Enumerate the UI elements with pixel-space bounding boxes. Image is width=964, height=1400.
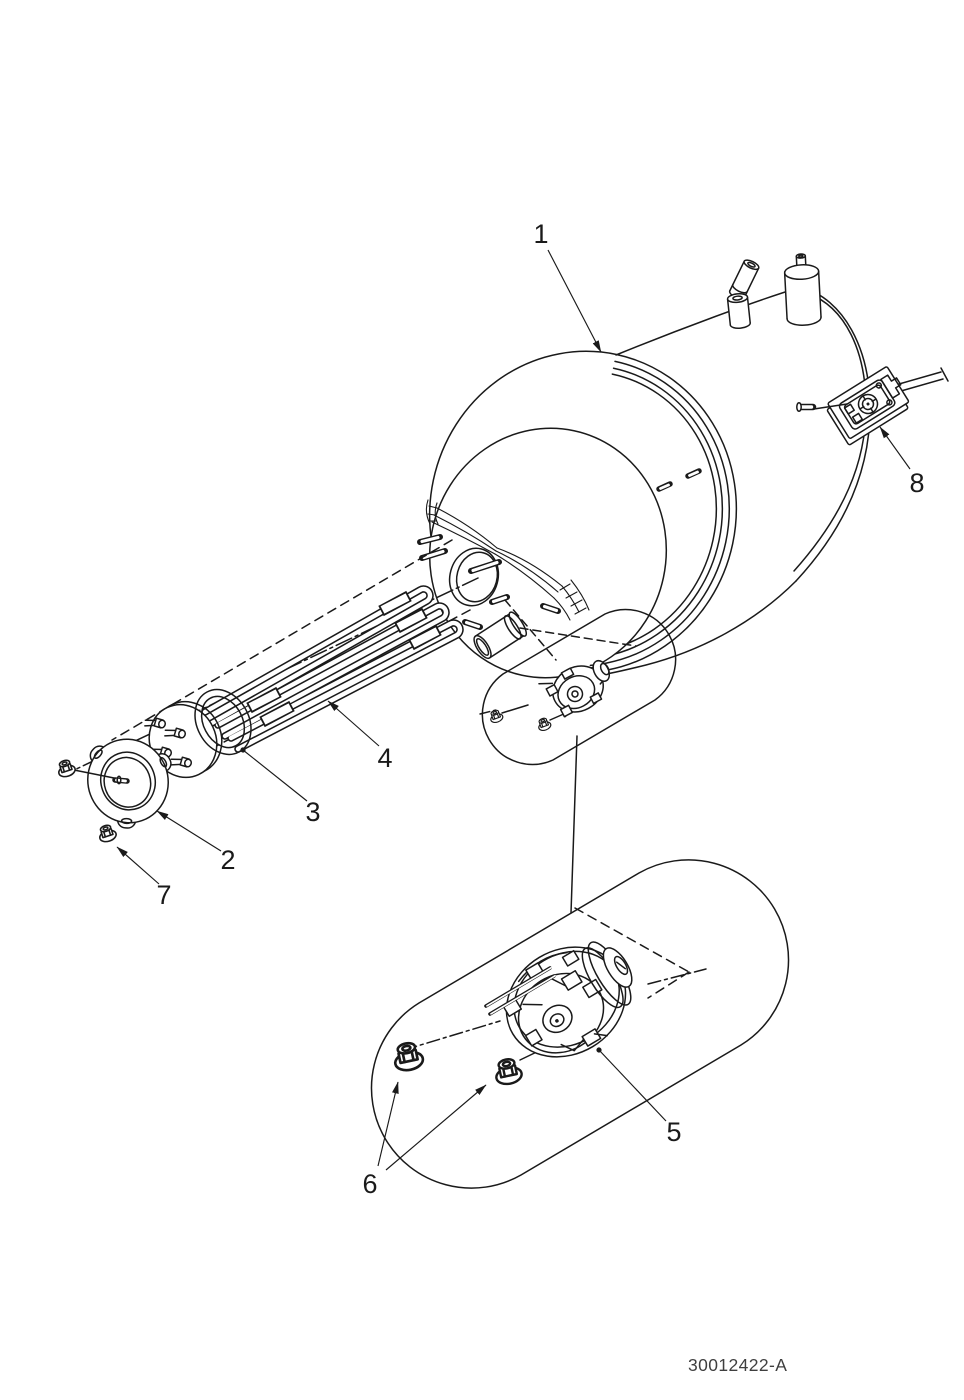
flange-nut-6b	[491, 1055, 525, 1088]
detail-connector-line	[570, 735, 578, 914]
drain-spigot	[473, 611, 528, 660]
top-fitting-large	[783, 253, 822, 326]
callout-1-label: 1	[533, 219, 548, 249]
callouts: 1 2 3 4 5 6 7 8	[116, 219, 925, 1199]
thermostat-switch	[796, 366, 949, 446]
document-number: 30012422-A	[688, 1355, 787, 1375]
manhole-opening	[448, 547, 500, 607]
plate-nut-upper	[54, 757, 78, 780]
switch-wires	[898, 371, 944, 392]
callout-3-label: 3	[305, 797, 320, 827]
callout-6: 6	[362, 1081, 487, 1199]
plate-nut-lower	[95, 822, 119, 845]
callout-7: 7	[116, 846, 172, 910]
bracket-nut-small-1	[487, 707, 505, 725]
top-fitting-angled	[728, 259, 760, 300]
switch-screw	[796, 402, 817, 412]
top-fitting-small	[726, 293, 751, 329]
detail-bubble-small	[479, 608, 677, 766]
heating-element-tubes	[201, 585, 464, 753]
callout-1: 1	[533, 219, 602, 353]
tank-shell	[417, 253, 949, 718]
shell-pins	[656, 468, 702, 492]
heating-element-assembly	[54, 585, 464, 845]
detail-bubble-large	[370, 859, 790, 1189]
callout-6-label: 6	[362, 1169, 377, 1199]
gasket-ring	[194, 688, 252, 756]
callout-7-label: 7	[156, 880, 171, 910]
head-contour-lines	[425, 499, 590, 621]
callout-3: 3	[240, 747, 321, 827]
tank-head	[428, 427, 668, 679]
face-studs	[417, 534, 561, 630]
callout-8-label: 8	[909, 468, 924, 498]
element-bracket-small	[538, 659, 611, 718]
callout-4-label: 4	[377, 743, 392, 773]
bracket-terminal-pins	[484, 966, 556, 1016]
callout-5: 5	[596, 1047, 682, 1147]
callout-8: 8	[879, 426, 925, 498]
bracket-nut-small-2	[535, 715, 553, 733]
mounting-plate	[73, 738, 172, 829]
callout-2: 2	[156, 810, 236, 875]
callout-4: 4	[327, 700, 393, 773]
callout-5-label: 5	[666, 1117, 681, 1147]
callout-2-label: 2	[220, 845, 235, 875]
plate-center-stud	[73, 769, 130, 785]
